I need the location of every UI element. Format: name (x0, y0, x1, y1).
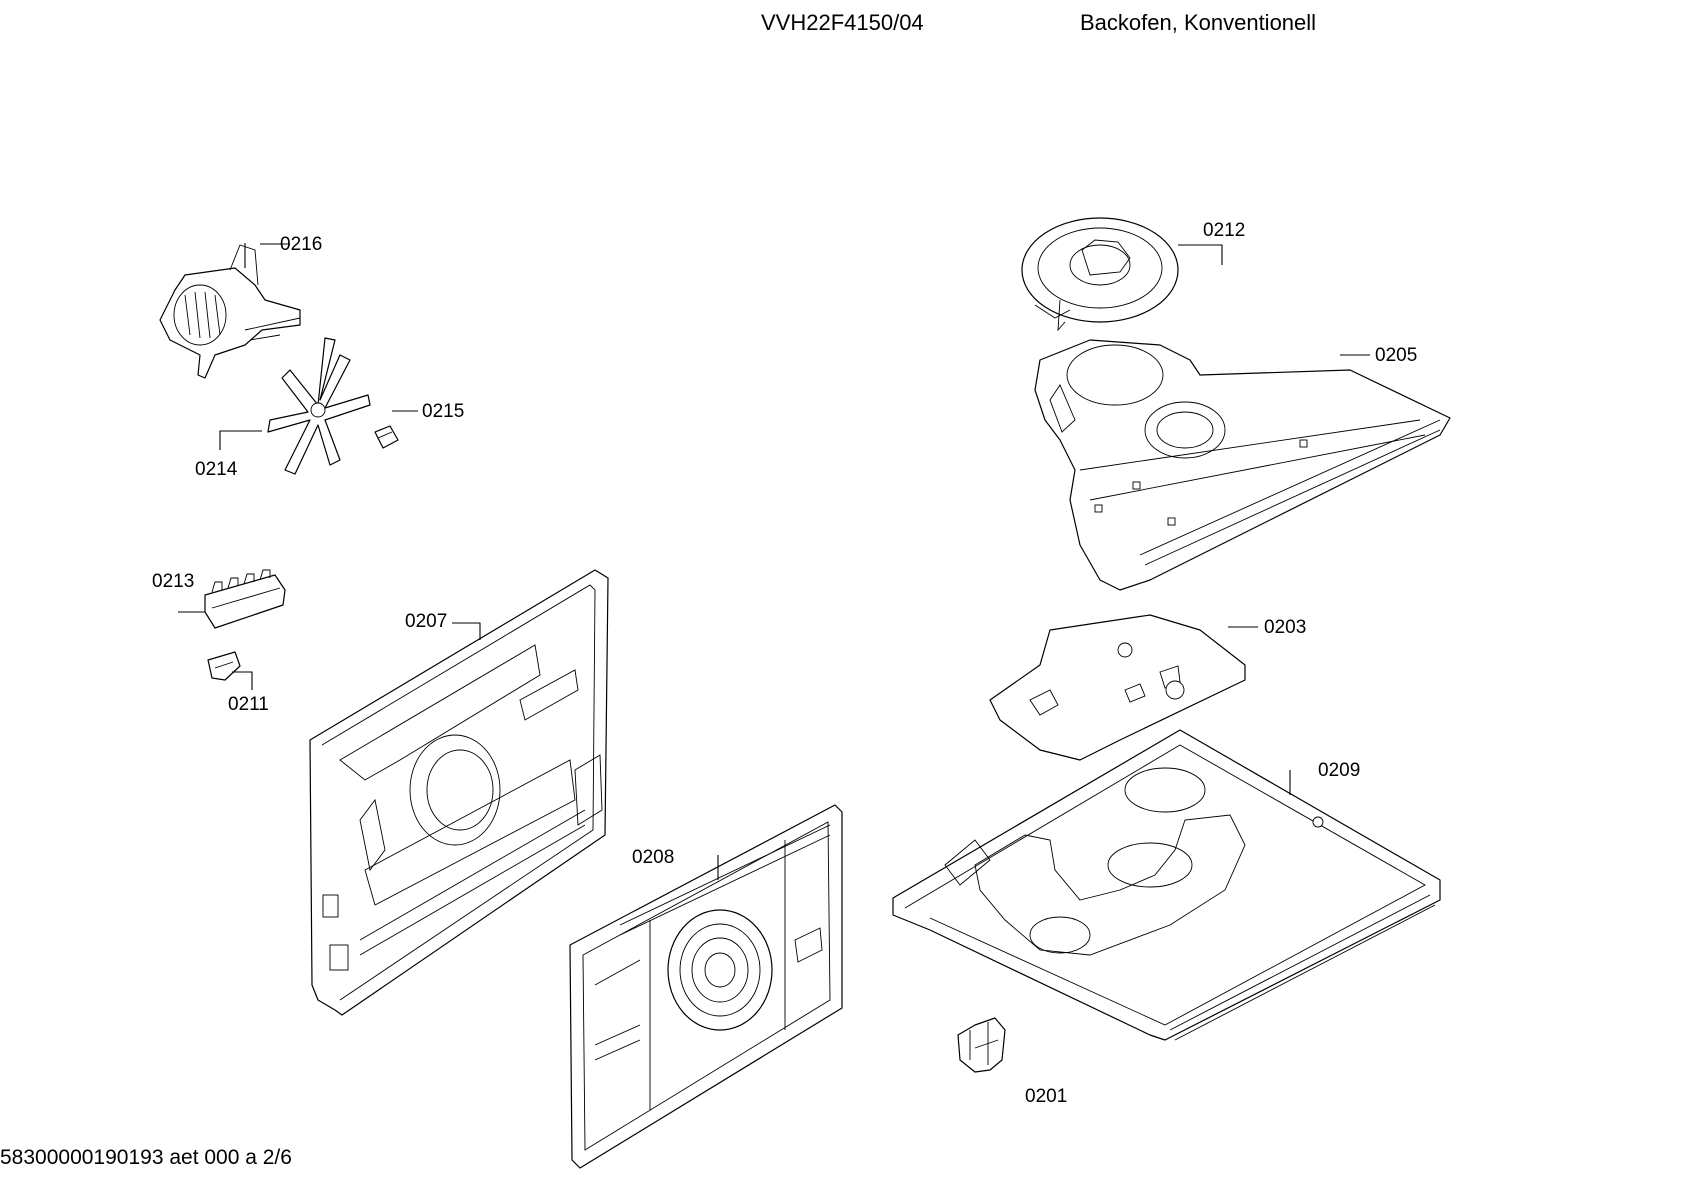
label-0212: 0212 (1203, 220, 1245, 241)
part-heat-shield-plate (989, 614, 1246, 761)
leader-0214 (219, 430, 262, 450)
label-0207: 0207 (405, 611, 447, 632)
part-inner-back-panel (569, 804, 843, 1169)
part-round-fan-cover (1021, 217, 1179, 332)
label-0211: 0211 (228, 694, 269, 715)
part-fan-motor (159, 244, 301, 379)
part-bracket (957, 1017, 1006, 1073)
leader-0212 (1178, 244, 1223, 265)
leader-0207 (452, 622, 481, 640)
label-0201: 0201 (1025, 1086, 1067, 1107)
part-fan-housing (1034, 339, 1451, 591)
appliance-description: Backofen, Konventionell (1080, 10, 1317, 35)
leader-0211 (232, 671, 253, 690)
label-0215: 0215 (422, 401, 464, 422)
part-fan-blade (267, 337, 371, 475)
document-code: 58300000190193 aet 000 a 2/6 (0, 1146, 292, 1169)
label-0209: 0209 (1318, 760, 1360, 781)
label-0216: 0216 (280, 234, 322, 255)
part-nut (374, 425, 399, 449)
part-bottom-plate (892, 729, 1441, 1041)
model-number: VVH22F4150/04 (761, 10, 924, 35)
part-rear-panel (309, 569, 609, 1016)
label-0214: 0214 (195, 459, 238, 480)
leader-0216 (244, 243, 290, 268)
label-0208: 0208 (632, 847, 674, 868)
label-0205: 0205 (1375, 345, 1417, 366)
part-terminal-block (204, 569, 286, 629)
label-0203: 0203 (1264, 617, 1306, 638)
part-connector (207, 651, 241, 681)
label-0213: 0213 (152, 571, 194, 592)
